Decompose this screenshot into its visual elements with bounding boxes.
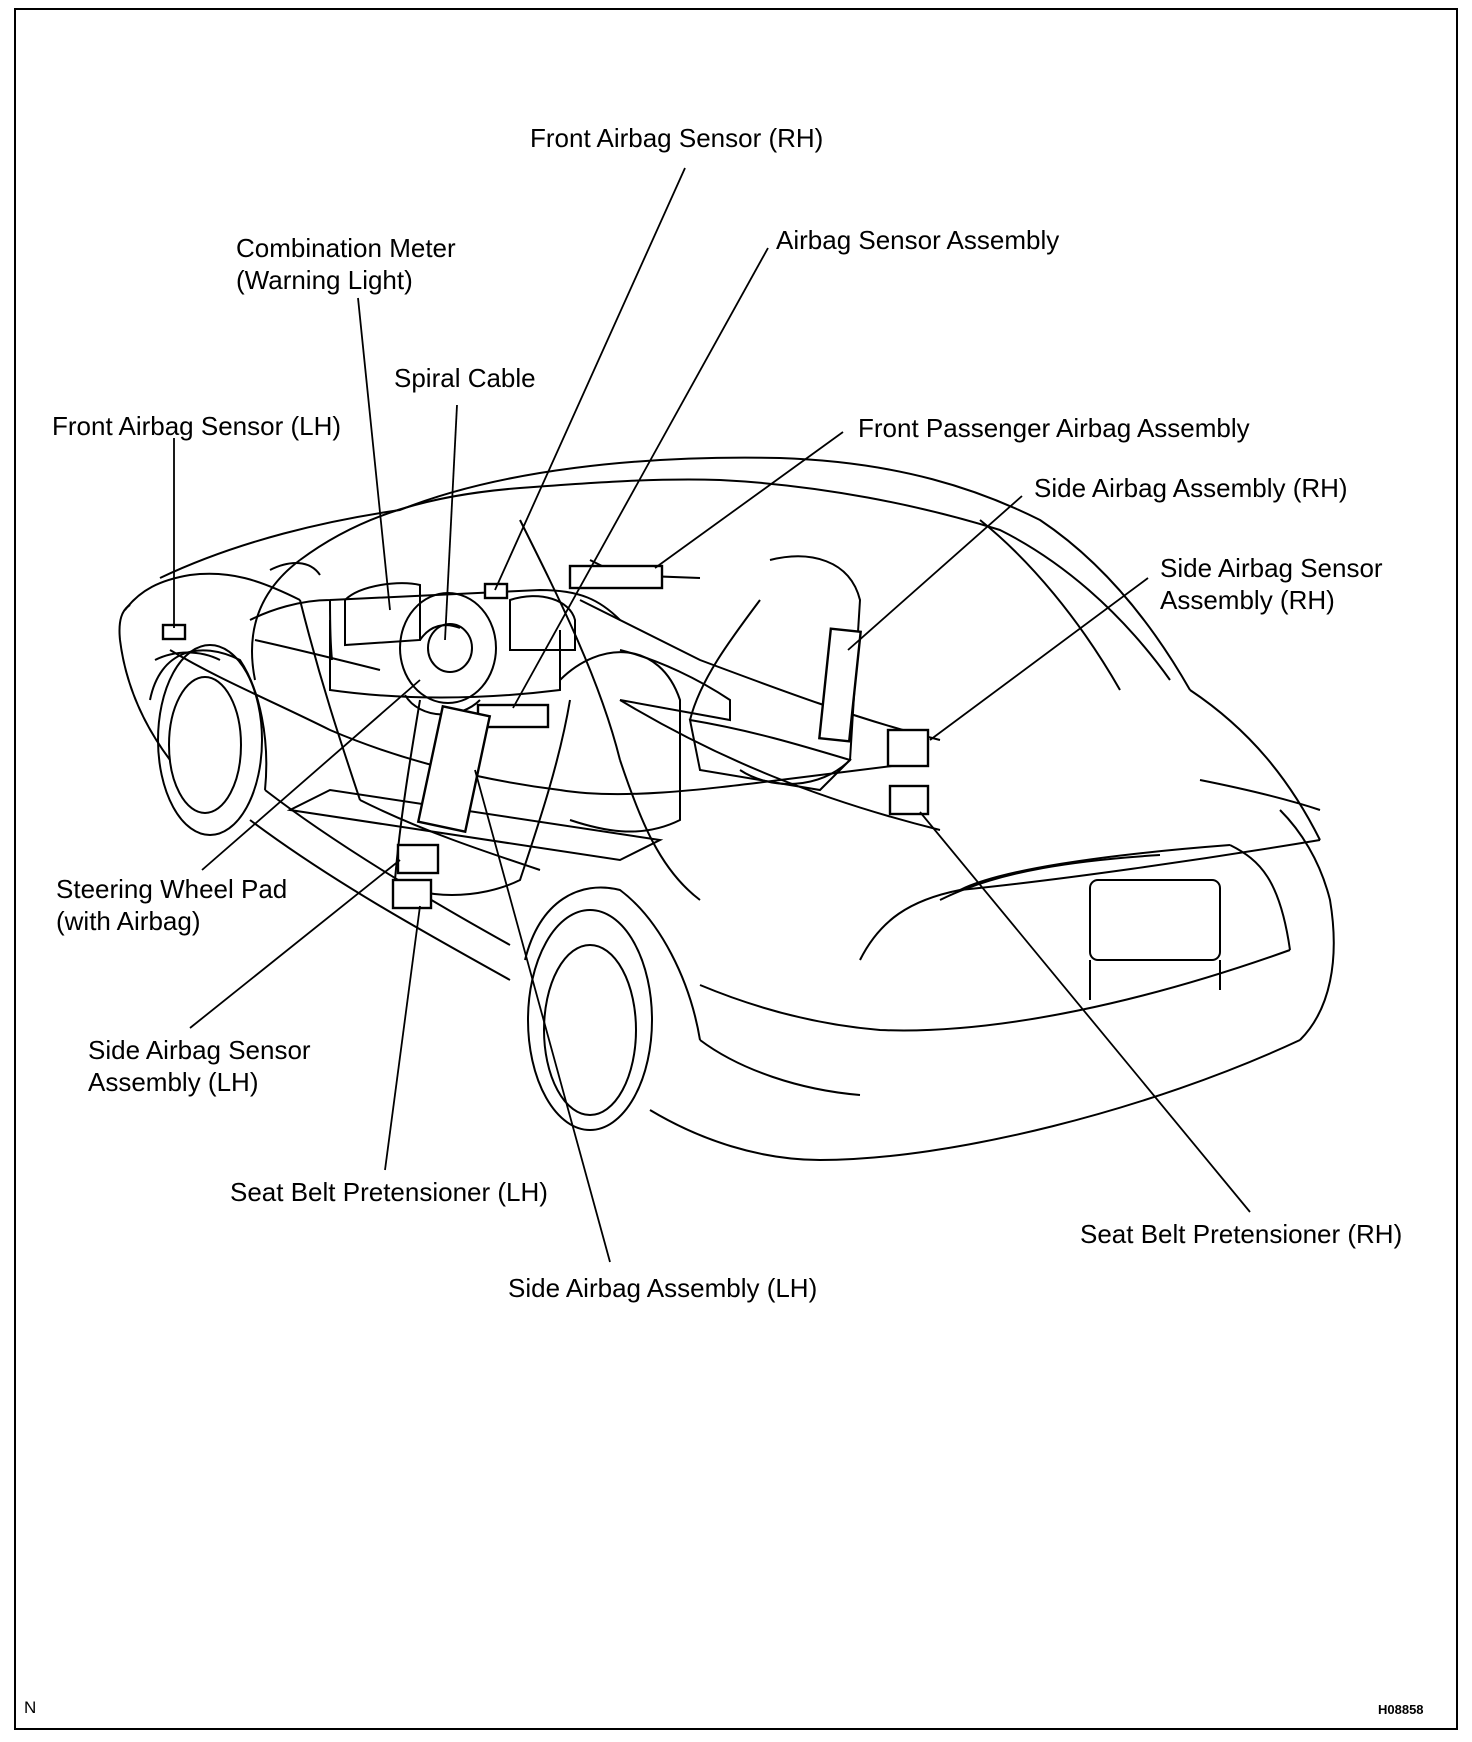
corner-mark: N	[24, 1698, 37, 1717]
label-side-airbag-sensor-rh-line2: Assembly (RH)	[1160, 585, 1335, 615]
label-front-airbag-sensor-rh: Front Airbag Sensor (RH)	[530, 123, 824, 153]
side-airbag-lh-box	[416, 704, 492, 834]
figure-code: H08858	[1378, 1702, 1424, 1717]
airbag-components	[161, 564, 930, 910]
label-side-airbag-sensor-lh-line2: Assembly (LH)	[88, 1067, 259, 1097]
side-airbag-sensor-rh-box	[886, 728, 930, 768]
leader-lines	[173, 167, 1251, 1263]
label-seat-belt-pretensioner-lh: Seat Belt Pretensioner (LH)	[230, 1177, 548, 1207]
side-airbag-sensor-lh-box	[396, 843, 440, 875]
label-steering-wheel-pad-line2: (with Airbag)	[56, 906, 201, 936]
label-seat-belt-pretensioner-rh: Seat Belt Pretensioner (RH)	[1080, 1219, 1403, 1249]
seat-belt-pretensioner-rh-box	[888, 784, 930, 816]
car-body-outline	[118, 456, 1335, 1162]
label-spiral-cable: Spiral Cable	[394, 363, 536, 393]
label-side-airbag-assembly-rh: Side Airbag Assembly (RH)	[1034, 473, 1348, 503]
side-airbag-rh-box	[818, 627, 862, 743]
label-combination-meter-line1: Combination Meter	[236, 233, 456, 263]
label-combination-meter-line2: (Warning Light)	[236, 265, 413, 295]
label-side-airbag-sensor-rh-line1: Side Airbag Sensor	[1160, 553, 1383, 583]
front-airbag-sensor-rh-box	[483, 582, 509, 600]
label-side-airbag-assembly-lh: Side Airbag Assembly (LH)	[508, 1273, 818, 1303]
front-passenger-airbag-box	[568, 564, 664, 590]
label-airbag-sensor-assembly: Airbag Sensor Assembly	[776, 225, 1060, 255]
label-steering-wheel-pad-line1: Steering Wheel Pad	[56, 874, 288, 904]
label-front-airbag-sensor-lh: Front Airbag Sensor (LH)	[52, 411, 342, 441]
figure-frame	[14, 8, 1458, 1730]
label-front-passenger-airbag-assembly: Front Passenger Airbag Assembly	[858, 413, 1250, 443]
label-side-airbag-sensor-lh-line1: Side Airbag Sensor	[88, 1035, 311, 1065]
seat-belt-pretensioner-lh-box	[391, 878, 433, 910]
